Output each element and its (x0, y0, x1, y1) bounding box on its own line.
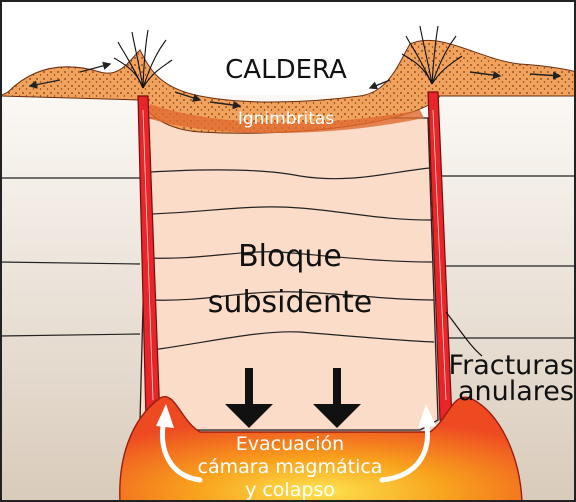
evacuacion-label: Evacuación (236, 433, 344, 455)
subsiding-block (140, 118, 438, 430)
ignimbritas-label: Ignimbritas (238, 109, 334, 129)
caldera-label: CALDERA (225, 55, 347, 85)
subsidence-arrow-left-shaft (245, 368, 253, 408)
subsidente-label: subsidente (208, 285, 372, 320)
camara-label: cámara magmática (198, 456, 383, 478)
bloque-label: Bloque (238, 239, 342, 274)
colapso-label: y colapso (245, 479, 335, 501)
anulares-label: anulares (458, 376, 574, 407)
subsidence-arrow-right-shaft (333, 368, 341, 408)
